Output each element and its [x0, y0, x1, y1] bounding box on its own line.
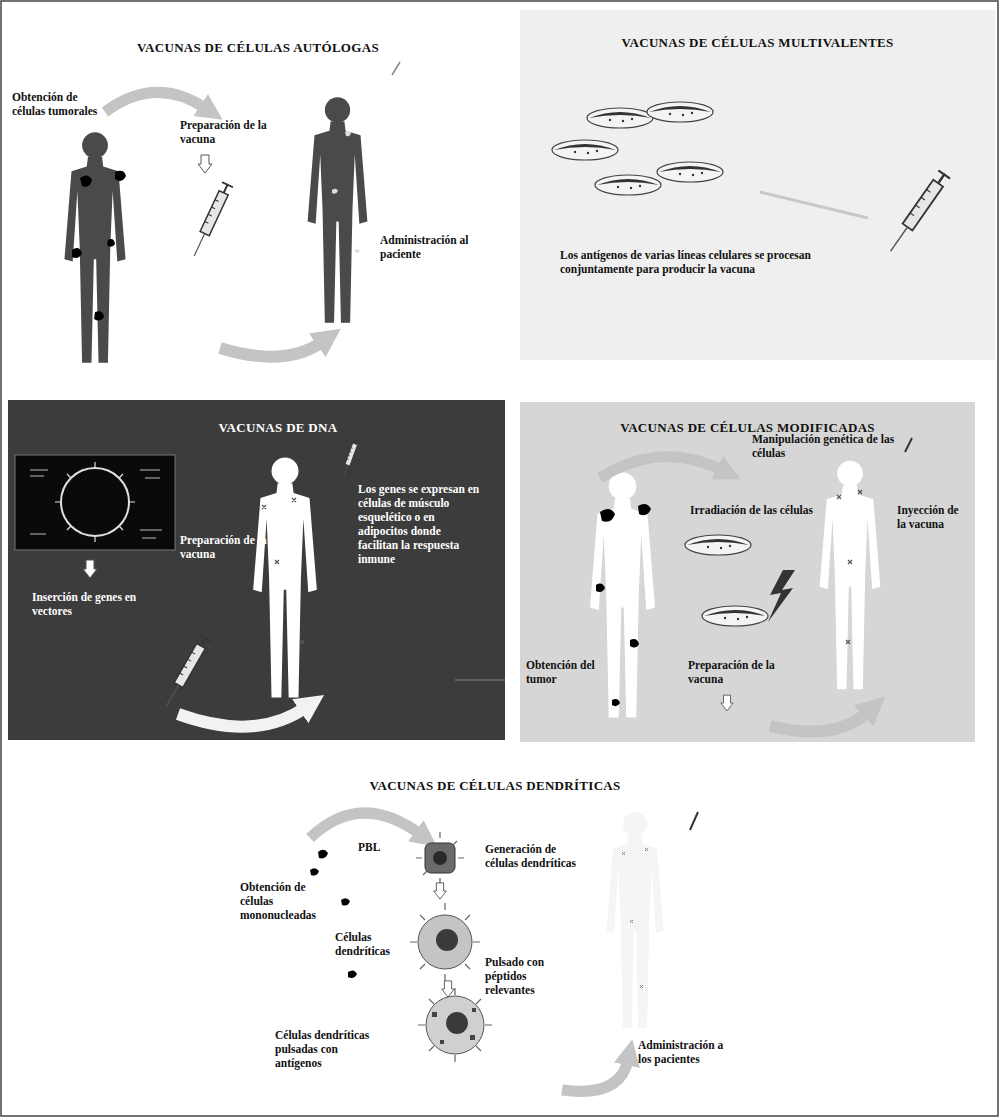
- step-label: Administración a los pacientes: [638, 1038, 733, 1066]
- panel-title: VACUNAS DE DNA: [118, 420, 438, 436]
- step-label: Obtención del tumor: [526, 658, 598, 686]
- vaccine-panel: VACUNAS DE CÉLULAS MULTIVALENTES Los antí…: [520, 10, 995, 360]
- step-label: Células dendríticas: [335, 930, 415, 958]
- step-label: Preparación de la vacuna: [180, 533, 275, 561]
- step-label: Los antígenos de varias líneas celulares…: [560, 248, 815, 276]
- step-label: Obtención de células tumorales: [12, 90, 102, 118]
- step-label: Obtención de células mononucleadas: [240, 880, 340, 922]
- step-label: Administración al paciente: [380, 233, 480, 261]
- vaccine-panel: VACUNAS DE DNA Inserción de genes en vect…: [8, 400, 505, 740]
- panel-title: VACUNAS DE CÉLULAS DENDRÍTICAS: [250, 778, 740, 794]
- vaccine-panel: VACUNAS DE CÉLULAS MODIFICADASManipulaci…: [520, 402, 975, 742]
- step-label: Inyección de la vacuna: [897, 503, 969, 531]
- step-label: Irradiación de las células: [690, 503, 865, 517]
- step-label: Células dendríticas pulsadas con antígen…: [275, 1028, 387, 1070]
- vaccine-panel: VACUNAS DE CÉLULAS AUTÓLOGAS Obtención de…: [8, 8, 510, 385]
- step-label: Manipulación genética de las células: [752, 432, 902, 460]
- vaccine-panel: VACUNAS DE CÉLULAS DENDRÍTICAS PBL Generac…: [210, 760, 780, 1115]
- step-label: Los genes se expresan en células de músc…: [358, 482, 483, 566]
- step-label: PBL: [358, 840, 398, 854]
- step-label: Generación de células dendríticas: [485, 842, 577, 870]
- step-label: Preparación de la vacuna: [688, 658, 778, 686]
- panel-title: VACUNAS DE CÉLULAS AUTÓLOGAS: [48, 40, 468, 56]
- step-label: Preparación de la vacuna: [180, 118, 272, 146]
- step-label: Pulsado con péptidos relevantes: [485, 955, 575, 997]
- panel-title: VACUNAS DE CÉLULAS MULTIVALENTES: [540, 35, 975, 51]
- step-label: Inserción de genes en vectores: [32, 590, 162, 618]
